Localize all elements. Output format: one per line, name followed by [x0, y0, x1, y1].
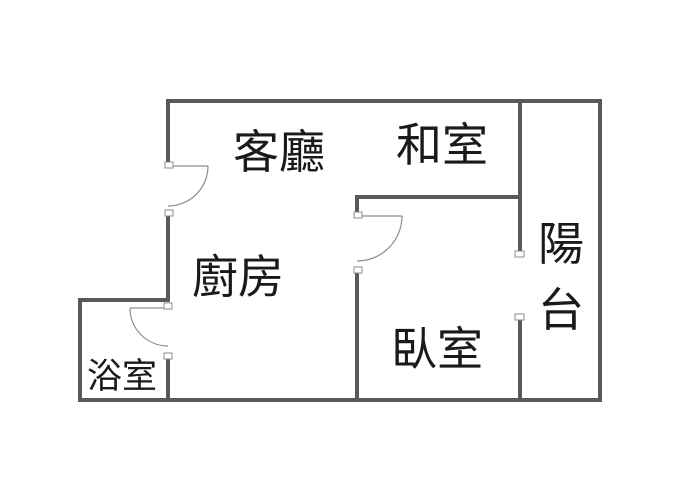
- door-hinge: [353, 211, 363, 219]
- room-label-balcony-1: 陽: [538, 217, 584, 271]
- door-hinge: [164, 209, 174, 217]
- room-label-balcony-2: 台: [538, 283, 584, 337]
- bathroom-door: [129, 302, 173, 360]
- room-label-bathroom: 浴室: [87, 357, 157, 397]
- door-hinge: [353, 266, 363, 274]
- balcony-opening: [514, 250, 525, 321]
- room-label-washitsu: 和室: [396, 118, 488, 172]
- door-hinge: [163, 352, 173, 360]
- room-label-kitchen: 廚房: [192, 250, 284, 304]
- entrance-door: [164, 161, 209, 217]
- interior-walls: [78, 99, 522, 402]
- room-label-bedroom: 臥室: [391, 322, 483, 376]
- door-hinge: [514, 250, 525, 258]
- door-hinge: [514, 313, 525, 321]
- door-hinge: [163, 302, 173, 310]
- bedroom-door: [353, 211, 403, 274]
- room-label-living: 客廳: [233, 125, 325, 179]
- door-hinge: [164, 161, 174, 169]
